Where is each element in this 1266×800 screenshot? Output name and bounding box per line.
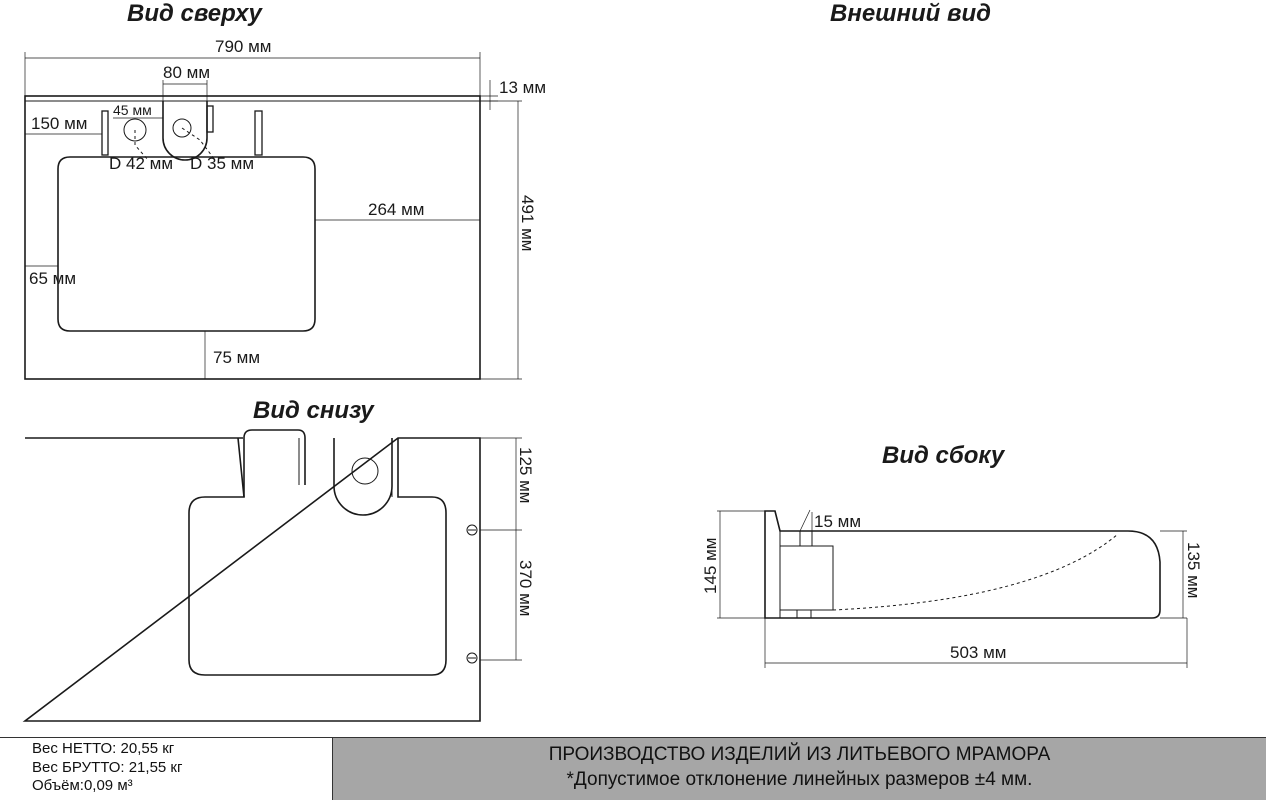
bottom-view-outline: [22, 437, 481, 722]
spec-volume: Объём:0,09 м³: [32, 777, 133, 794]
manufacturer-banner: ПРОИЗВОДСТВО ИЗДЕЛИЙ ИЗ ЛИТЬЕВОГО МРАМОР…: [333, 737, 1266, 800]
pipe-bracket: [243, 429, 306, 485]
bottom-view: 125 мм 370 мм: [22, 429, 535, 722]
top-view: 790 мм 80 мм 45 мм 13 мм 150 мм D 42 мм …: [24, 37, 546, 380]
bottom-view-title: Вид снизу: [253, 397, 375, 424]
dim-bottom-lower: 370 мм: [516, 560, 535, 616]
dim-length: 503 мм: [950, 643, 1006, 662]
side-view-outline: [764, 510, 1161, 619]
dim-hole-a: D 42 мм: [109, 154, 173, 173]
basin-curve: [832, 533, 1119, 611]
bottom-hole-icon: [351, 457, 379, 485]
dim-left-offset: 150 мм: [31, 114, 87, 133]
dim-depth: 491 мм: [518, 195, 537, 251]
specs-panel: Вес НЕТТО: 20,55 кг Вес БРУТТО: 21,55 кг…: [0, 737, 333, 800]
dim-width: 790 мм: [215, 37, 271, 56]
exterior-view-title: Внешний вид: [830, 0, 991, 27]
tap-hole-icon: [172, 118, 192, 138]
dim-height-left: 145 мм: [701, 538, 720, 594]
dim-left-margin: 65 мм: [29, 269, 76, 288]
dim-bottom-upper: 125 мм: [516, 447, 535, 503]
dim-tap-block: 80 мм: [163, 63, 210, 82]
side-view: 15 мм 145 мм 135 мм 503 мм: [701, 509, 1203, 668]
dim-slot: 15 мм: [814, 512, 861, 531]
spec-gross-weight: Вес БРУТТО: 21,55 кг: [32, 758, 183, 776]
tap-hole-surround: [162, 101, 208, 161]
drain-hole-icon: [123, 118, 147, 142]
spec-net-weight: Вес НЕТТО: 20,55 кг: [32, 740, 175, 757]
dim-small-gap: 45 мм: [113, 102, 152, 118]
top-view-title: Вид сверху: [127, 0, 264, 27]
dim-right-margin: 264 мм: [368, 200, 424, 219]
dim-hole-b: D 35 мм: [190, 154, 254, 173]
screw-icon: [466, 524, 478, 536]
banner-note: *Допустимое отклонение линейных размеров…: [566, 769, 1033, 790]
side-view-title: Вид сбоку: [882, 442, 1006, 469]
dim-rim: 13 мм: [499, 78, 546, 97]
top-view-outline: [24, 95, 481, 380]
dim-height-right: 135 мм: [1184, 542, 1203, 598]
screw-icon: [466, 652, 478, 664]
banner-title: ПРОИЗВОДСТВО ИЗДЕЛИЙ ИЗ ЛИТЬЕВОГО МРАМОР…: [548, 744, 1051, 765]
basin-outline: [57, 156, 316, 332]
dim-front-margin: 75 мм: [213, 348, 260, 367]
